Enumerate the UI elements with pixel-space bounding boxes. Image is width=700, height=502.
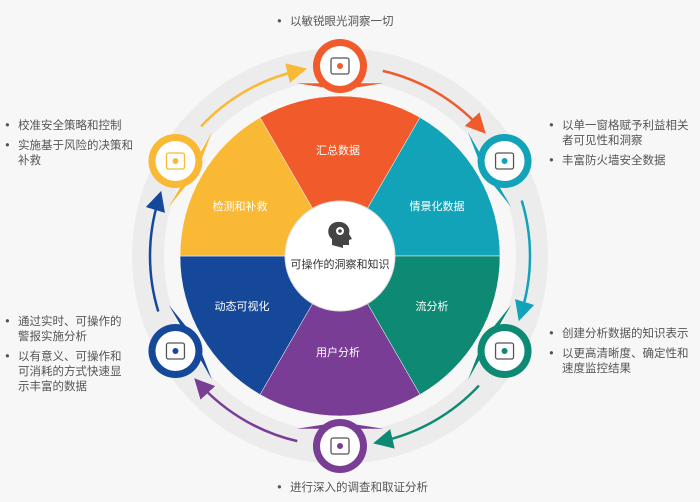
center-circle <box>284 200 396 312</box>
note-bottom: 进行深入的调查和取证分析 <box>274 480 428 500</box>
note-item: 丰富防火墙安全数据 <box>546 153 696 168</box>
segment-aggregate-data <box>259 95 421 257</box>
note-upper-left: 校准安全策略和控制实施基于风险的决策和补救 <box>2 118 142 173</box>
note-top: 以敏锐眼光洞察一切 <box>274 14 394 34</box>
note-item: 以单一窗格赋予利益相关者可见性和洞察 <box>546 118 696 148</box>
flow-arrow-stream-analytics <box>372 384 480 449</box>
flow-arrow-dynamic-visualization <box>145 190 165 312</box>
note-upper-right: 以单一窗格赋予利益相关者可见性和洞察丰富防火墙安全数据 <box>546 118 696 173</box>
segment-label-contextualize-data: 情景化数据 <box>409 200 465 213</box>
flow-arrow-aggregate-data <box>382 69 486 134</box>
note-item: 通过实时、可操作的警报实施分析 <box>2 314 127 344</box>
note-item: 创建分析数据的知识表示 <box>546 326 698 341</box>
note-item: 以更高清晰度、确定性和速度监控结果 <box>546 346 698 376</box>
note-item: 实施基于风险的决策和补救 <box>2 138 142 168</box>
note-lower-right: 创建分析数据的知识表示以更高清晰度、确定性和速度监控结果 <box>546 326 698 381</box>
segment-label-dynamic-visualization: 动态可视化 <box>214 300 270 313</box>
segment-label-stream-analytics: 流分析 <box>415 300 449 313</box>
network-icon <box>468 132 532 207</box>
flow-arrow-contextualize-data <box>515 200 535 322</box>
search-target-icon <box>296 419 384 473</box>
note-item: 进行深入的调查和取证分析 <box>274 480 428 495</box>
funnel-icon <box>296 39 384 93</box>
note-lower-left: 通过实时、可操作的警报实施分析以有意义、可操作和可消耗的方式快速显示丰富的数据 <box>2 314 127 399</box>
warning-window-icon <box>148 132 212 207</box>
flow-arrow-user-analytics <box>194 378 298 443</box>
note-item: 以敏锐眼光洞察一切 <box>274 14 394 29</box>
note-item: 以有意义、可操作和可消耗的方式快速显示丰富的数据 <box>2 349 127 394</box>
brain-gear-icon <box>328 221 352 248</box>
segment-label-detect-remediate: 检测和补救 <box>212 200 268 213</box>
flow-arrow-detect-remediate <box>200 63 308 128</box>
bar-chart-icon <box>148 305 212 380</box>
magnifier-chart-icon <box>468 305 532 380</box>
center-label: 可操作的洞察和知识 <box>290 258 390 271</box>
segment-label-user-analytics: 用户分析 <box>316 346 360 359</box>
note-item: 校准安全策略和控制 <box>2 118 142 133</box>
segment-user-analytics <box>259 255 421 417</box>
segment-label-aggregate-data: 汇总数据 <box>316 144 360 157</box>
